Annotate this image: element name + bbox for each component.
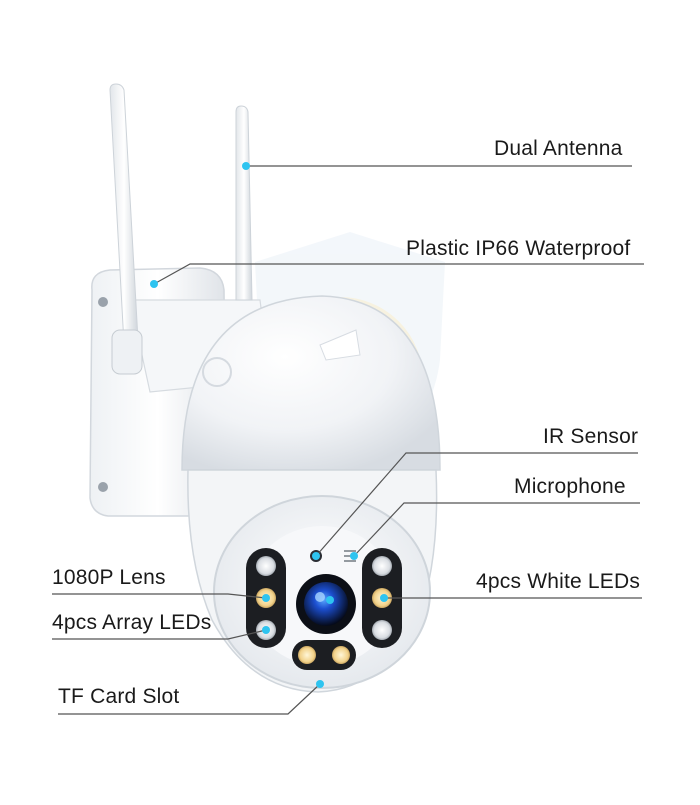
antenna-left	[109, 83, 143, 375]
label-tf-card-slot: TF Card Slot	[58, 685, 180, 708]
label-array-leds: 4pcs Array LEDs	[52, 611, 212, 634]
pointer-dots	[150, 162, 388, 688]
label-ir-sensor: IR Sensor	[543, 425, 639, 448]
label-plastic-ip66-waterproof: Plastic IP66 Waterproof	[406, 237, 631, 260]
camera-dome	[181, 295, 441, 471]
label-1080p-lens: 1080P Lens	[52, 566, 166, 589]
label-dual-antenna: Dual Antenna	[494, 137, 623, 160]
leader-lines	[52, 165, 644, 715]
camera-lens	[296, 574, 356, 634]
label-microphone: Microphone	[514, 475, 626, 498]
led-strip-bottom	[292, 640, 356, 670]
antenna-right	[235, 105, 253, 301]
label-white-leds: 4pcs White LEDs	[476, 570, 641, 593]
